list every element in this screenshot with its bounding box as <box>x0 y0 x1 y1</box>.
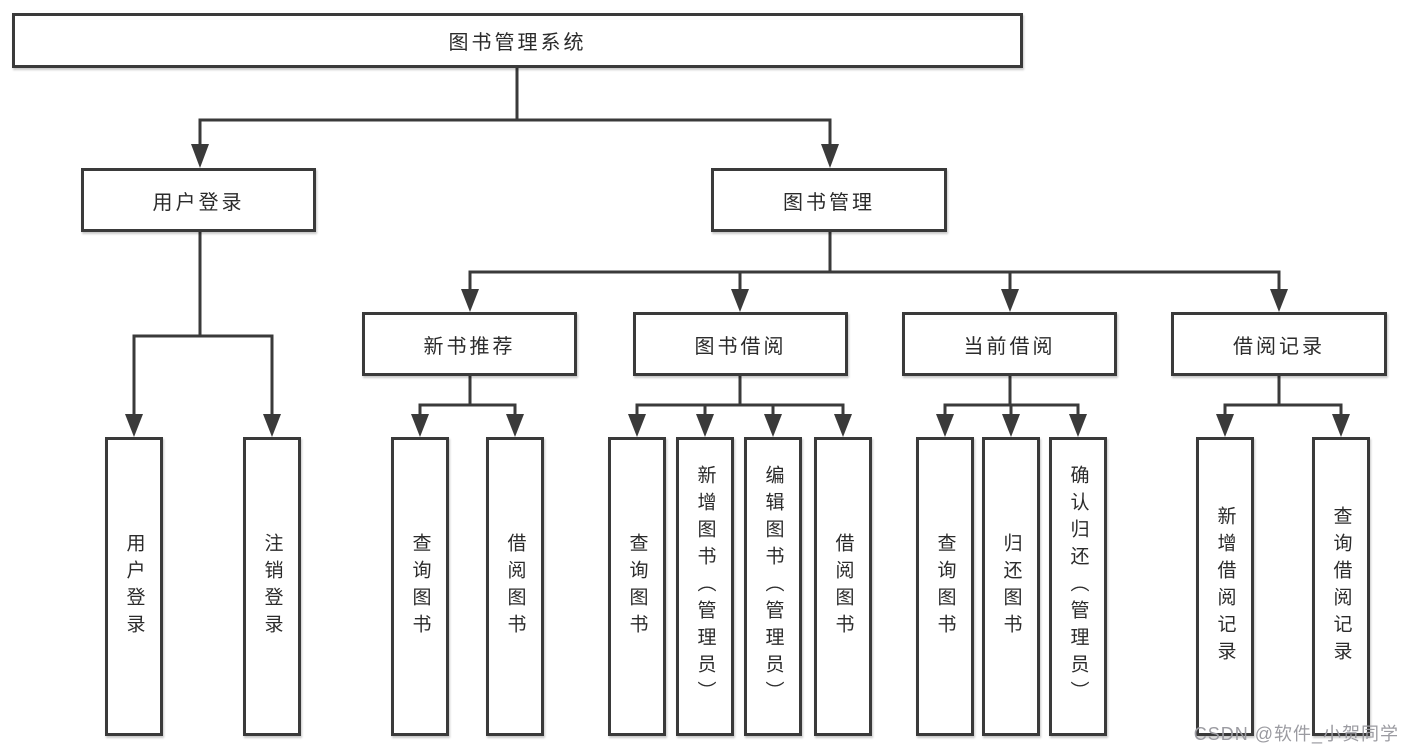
node-borrowing-records: 借阅记录 <box>1171 312 1387 376</box>
arrowheads <box>125 144 1350 437</box>
leaf-logout: 注销登录 <box>243 437 301 736</box>
leaf-add-books-admin: 新增图书（管理员） <box>676 437 734 736</box>
leaf-return-books: 归还图书 <box>982 437 1040 736</box>
node-new-book-recommendation: 新书推荐 <box>362 312 577 376</box>
leaf-user-login: 用户登录 <box>105 437 163 736</box>
watermark: CSDN @软件_小贺同学 <box>1193 724 1399 744</box>
leaf-label: 查询借阅记录 <box>1330 505 1352 668</box>
leaf-label: 新增图书（管理员） <box>694 465 716 708</box>
leaf-label: 注销登录 <box>261 532 283 641</box>
node-label: 用户登录 <box>152 191 245 214</box>
leaf-label: 归还图书 <box>1000 532 1022 641</box>
leaf-confirm-return-admin: 确认归还（管理员） <box>1049 437 1107 736</box>
leaf-edit-books-admin: 编辑图书（管理员） <box>744 437 802 736</box>
leaf-label: 借阅图书 <box>504 532 526 641</box>
leaf-label: 查询图书 <box>626 532 648 641</box>
leaf-query-books-current: 查询图书 <box>916 437 974 736</box>
leaf-label: 借阅图书 <box>832 532 854 641</box>
node-user-login: 用户登录 <box>81 168 316 232</box>
leaf-label: 新增借阅记录 <box>1214 505 1236 668</box>
node-book-management: 图书管理 <box>711 168 947 232</box>
node-label: 图书管理系统 <box>448 32 587 54</box>
node-current-borrowing: 当前借阅 <box>902 312 1117 376</box>
node-label: 图书管理 <box>783 191 875 214</box>
leaf-label: 编辑图书（管理员） <box>762 465 784 708</box>
leaf-add-borrow-record: 新增借阅记录 <box>1196 437 1254 736</box>
leaf-query-borrow-record: 查询借阅记录 <box>1312 437 1370 736</box>
leaf-query-books-borrowing: 查询图书 <box>608 437 666 736</box>
leaf-borrow-books-recommend: 借阅图书 <box>486 437 544 736</box>
leaf-label: 查询图书 <box>409 532 431 641</box>
node-library-management-system: 图书管理系统 <box>12 13 1023 68</box>
node-label: 新书推荐 <box>423 335 516 358</box>
node-label: 借阅记录 <box>1233 335 1325 358</box>
leaf-query-books-recommend: 查询图书 <box>391 437 449 736</box>
leaf-label: 用户登录 <box>123 532 145 641</box>
leaf-borrow-books: 借阅图书 <box>814 437 872 736</box>
node-book-borrowing: 图书借阅 <box>633 312 848 376</box>
leaf-label: 确认归还（管理员） <box>1067 465 1089 708</box>
node-label: 图书借阅 <box>694 335 787 358</box>
leaf-label: 查询图书 <box>934 532 956 641</box>
node-label: 当前借阅 <box>963 335 1056 358</box>
